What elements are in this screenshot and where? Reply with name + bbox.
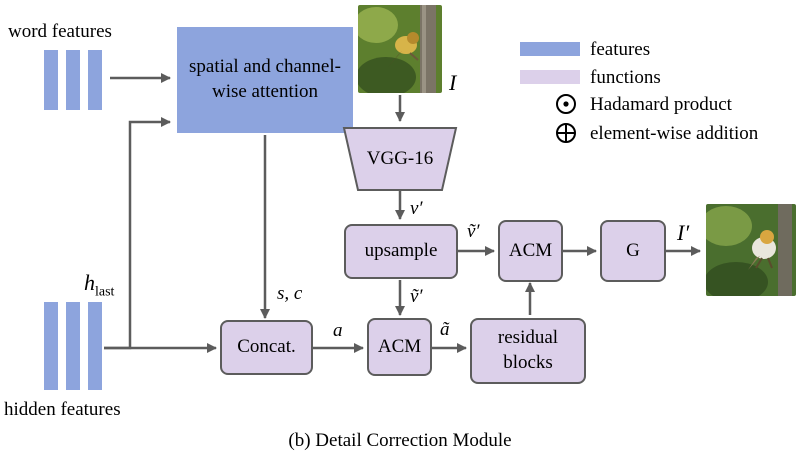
word-feature-bar — [88, 50, 102, 110]
hidden-features-label: hidden features — [4, 399, 121, 420]
word-feature-bar — [66, 50, 80, 110]
generator-block: G — [600, 220, 666, 282]
hidden-feature-bar — [66, 302, 80, 390]
residual-blocks-block: residual blocks — [470, 318, 586, 384]
upsample-block: upsample — [344, 224, 458, 279]
word-features-label: word features — [8, 21, 112, 42]
legend-features-swatch — [520, 42, 580, 56]
input-bird-image — [358, 5, 442, 93]
s-c-label: s, c — [277, 283, 303, 304]
legend-features-label: features — [590, 39, 651, 60]
word-feature-bar — [44, 50, 58, 110]
output-bird-image — [706, 204, 796, 296]
hidden-feature-bar — [44, 302, 58, 390]
a-tilde-label: ã — [440, 319, 450, 340]
acm-right-block: ACM — [498, 220, 563, 282]
arrow-hidden-to-attention — [104, 117, 171, 350]
v-prime-label: v′ — [410, 198, 423, 219]
acm-bottom-block: ACM — [367, 318, 432, 376]
output-image-label: I′ — [677, 220, 690, 245]
legend-functions-swatch — [520, 70, 580, 84]
a-label: a — [333, 320, 343, 341]
attention-block: spatial and channel-wise attention — [177, 27, 353, 133]
hidden-feature-bar — [88, 302, 102, 390]
h-last-label: hlast — [84, 270, 115, 300]
concat-block: Concat. — [220, 320, 313, 375]
legend-addition-label: element-wise addition — [590, 123, 759, 144]
figure-caption: (b) Detail Correction Module — [288, 430, 512, 451]
legend-hadamard-label: Hadamard product — [590, 94, 732, 115]
vgg-label: VGG-16 — [366, 147, 434, 169]
input-image-label: I — [449, 70, 457, 95]
v-tilde-down-label: ṽ′ — [410, 286, 423, 307]
legend-functions-label: functions — [590, 67, 661, 88]
v-tilde-right-label: ṽ′ — [467, 221, 480, 242]
